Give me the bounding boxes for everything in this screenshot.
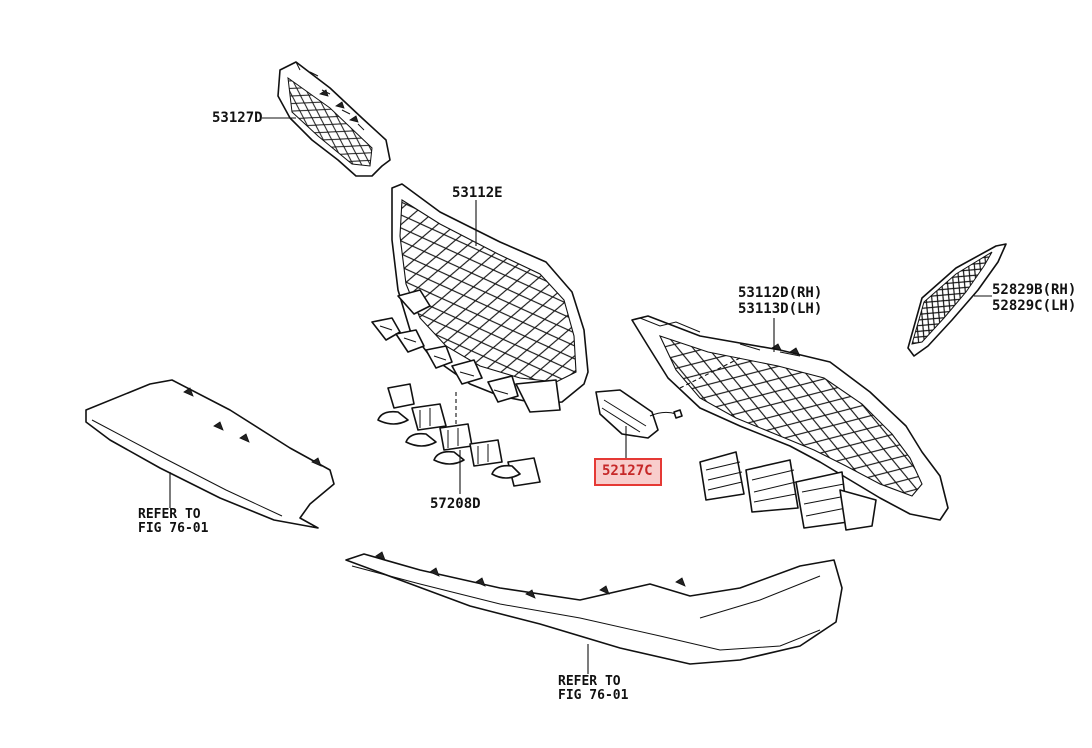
label-52127c[interactable]: 52127C <box>602 463 653 479</box>
highlight-box-52127c[interactable] <box>594 458 662 486</box>
label-52829c[interactable]: 52829C(LH) <box>992 298 1077 314</box>
label-52829b[interactable]: 52829B(RH) <box>992 282 1077 298</box>
part-52127c-drawing[interactable] <box>595 357 741 439</box>
part-52829b-drawing[interactable] <box>907 243 1007 357</box>
ref-bottom-line2: FIG 76-01 <box>558 688 629 703</box>
part-53112e-drawing[interactable] <box>371 183 589 413</box>
label-53112d[interactable]: 53112D(RH) <box>738 285 823 301</box>
lower-bumper-drawing[interactable] <box>345 551 843 665</box>
lower-cover-left-drawing[interactable] <box>85 379 335 529</box>
part-53127d-drawing[interactable] <box>277 61 391 177</box>
leader-lines <box>169 117 992 674</box>
ref-left-line2: FIG 76-01 <box>138 521 209 536</box>
label-53113d[interactable]: 53113D(LH) <box>738 301 823 317</box>
label-57208d[interactable]: 57208D <box>430 496 481 512</box>
part-57208d-drawing[interactable] <box>377 383 541 487</box>
label-53112e[interactable]: 53112E <box>452 185 503 201</box>
ref-bottom-line1: REFER TO <box>558 674 621 689</box>
label-53127d[interactable]: 53127D <box>212 110 263 126</box>
ref-left-line1: REFER TO <box>138 507 201 522</box>
part-53112d-drawing[interactable] <box>631 315 949 531</box>
